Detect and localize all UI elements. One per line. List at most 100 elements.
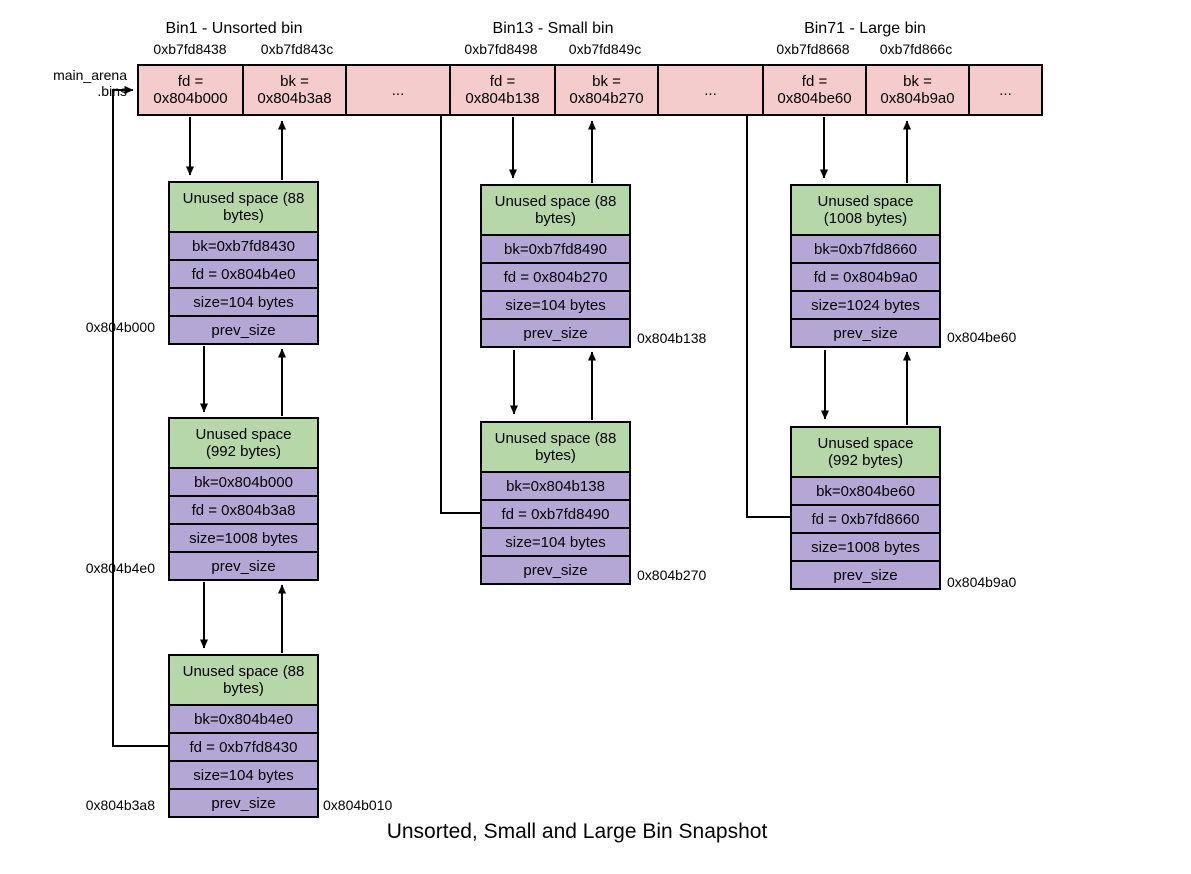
chunk-unused-space: Unused space (1008 bytes) bbox=[792, 186, 939, 234]
ellipsis-text: ... bbox=[391, 81, 405, 99]
chunk-field-bk: bk=0x804b138 bbox=[482, 471, 629, 499]
bin71-bk-cell-value: 0x804b9a0 bbox=[880, 90, 955, 107]
chunk-header-line2: (992 bytes) bbox=[205, 443, 282, 460]
ellipsis-text: ... bbox=[704, 81, 717, 99]
chunk-header-line2: bytes) bbox=[223, 680, 264, 697]
chunk-field-prev-size: prev_size bbox=[792, 318, 939, 346]
bin13-fd-cell-value: 0x804b138 bbox=[465, 90, 540, 107]
chunk-field-bk: bk=0xb7fd8660 bbox=[792, 234, 939, 262]
bin71-bk-cell: bk = 0x804b9a0 bbox=[865, 66, 968, 114]
bin-row-ellipsis-3: ... bbox=[968, 66, 1041, 114]
bin71-fd-address: 0xb7fd8668 bbox=[776, 41, 850, 57]
chunk-unsorted-3: Unused space (88 bytes) bk=0x804b4e0 fd … bbox=[168, 654, 319, 818]
chunk-field-prev-size: prev_size bbox=[482, 318, 629, 346]
chunk-header-line2: bytes) bbox=[223, 207, 264, 224]
bin71-fd-cell-value: 0x804be60 bbox=[777, 90, 852, 107]
chunk-unused-space: Unused space (992 bytes) bbox=[792, 428, 939, 476]
bin13-fd-cell: fd = 0x804b138 bbox=[449, 66, 554, 114]
chunk-field-bk: bk=0x804b4e0 bbox=[170, 704, 317, 732]
address-label-0x804b9a0: 0x804b9a0 bbox=[947, 574, 1017, 590]
chunk-field-prev-size: prev_size bbox=[170, 788, 317, 816]
chunk-small-1: Unused space (88 bytes) bk=0xb7fd8490 fd… bbox=[480, 184, 631, 348]
main-arena-bins-label: main_arena .bins bbox=[27, 67, 127, 99]
address-label-0x804b3a8: 0x804b3a8 bbox=[85, 797, 155, 813]
chunk-field-size: size=104 bytes bbox=[482, 527, 629, 555]
arrow-large-fd-return-to-bin bbox=[746, 86, 790, 518]
ellipsis-text: ... bbox=[999, 81, 1012, 99]
bin-row-ellipsis-1: ... bbox=[345, 66, 449, 114]
chunk-field-bk: bk=0xb7fd8430 bbox=[170, 231, 317, 259]
main-arena-label-line2: .bins bbox=[97, 83, 127, 99]
chunk-unused-space: Unused space (992 bytes) bbox=[170, 419, 317, 467]
chunk-field-bk: bk=0xb7fd8490 bbox=[482, 234, 629, 262]
bin13-bk-cell: bk = 0x804b270 bbox=[554, 66, 657, 114]
chunk-header-line2: (1008 bytes) bbox=[823, 210, 908, 227]
chunk-field-fd: fd = 0x804b270 bbox=[482, 262, 629, 290]
chunk-header-line1: Unused space (88 bbox=[182, 190, 305, 207]
chunk-small-2: Unused space (88 bytes) bk=0x804b138 fd … bbox=[480, 421, 631, 585]
chunk-header-line1: Unused space bbox=[817, 435, 914, 452]
bin1-bk-cell: bk = 0x804b3a8 bbox=[242, 66, 345, 114]
bin71-fd-cell: fd = 0x804be60 bbox=[762, 66, 865, 114]
address-label-0x804b138: 0x804b138 bbox=[637, 330, 707, 346]
bin1-fd-cell-value: 0x804b000 bbox=[153, 90, 228, 107]
chunk-field-fd: fd = 0xb7fd8430 bbox=[170, 732, 317, 760]
chunk-header-line1: Unused space bbox=[817, 193, 914, 210]
chunk-large-2: Unused space (992 bytes) bk=0x804be60 fd… bbox=[790, 426, 941, 590]
chunk-field-fd: fd = 0x804b4e0 bbox=[170, 259, 317, 287]
bin71-fd-cell-label: fd = bbox=[801, 73, 828, 90]
chunk-field-fd: fd = 0x804b3a8 bbox=[170, 495, 317, 523]
bin1-fd-cell: fd = 0x804b000 bbox=[139, 66, 242, 114]
bin1-bk-address: 0xb7fd843c bbox=[260, 41, 334, 57]
chunk-unused-space: Unused space (88 bytes) bbox=[482, 186, 629, 234]
address-label-0x804b000: 0x804b000 bbox=[85, 319, 155, 335]
address-label-0x804b270: 0x804b270 bbox=[637, 567, 707, 583]
chunk-field-size: size=104 bytes bbox=[170, 760, 317, 788]
chunk-field-size: size=1008 bytes bbox=[170, 523, 317, 551]
diagram-title: Unsorted, Small and Large Bin Snapshot bbox=[386, 820, 768, 843]
chunk-large-1: Unused space (1008 bytes) bk=0xb7fd8660 … bbox=[790, 184, 941, 348]
arrow-unsorted-fd-return-to-bin bbox=[112, 86, 168, 747]
chunk-field-bk: bk=0x804b000 bbox=[170, 467, 317, 495]
address-label-0x804b010: 0x804b010 bbox=[323, 797, 393, 813]
chunk-header-line1: Unused space (88 bbox=[494, 430, 617, 447]
address-label-0x804b4e0: 0x804b4e0 bbox=[85, 560, 155, 576]
bin71-bk-cell-label: bk = bbox=[903, 73, 932, 90]
bin13-bk-cell-value: 0x804b270 bbox=[569, 90, 644, 107]
bin1-bk-cell-label: bk = bbox=[280, 73, 309, 90]
bin13-bk-cell-label: bk = bbox=[592, 73, 621, 90]
chunk-field-bk: bk=0x804be60 bbox=[792, 476, 939, 504]
arrow-small-fd-return-to-bin bbox=[436, 86, 480, 514]
bin13-fd-cell-label: fd = bbox=[489, 73, 516, 90]
chunk-field-prev-size: prev_size bbox=[170, 315, 317, 343]
chunk-field-size: size=1024 bytes bbox=[792, 290, 939, 318]
chunk-unused-space: Unused space (88 bytes) bbox=[170, 656, 317, 704]
chunk-unused-space: Unused space (88 bytes) bbox=[482, 423, 629, 471]
bin13-title: Bin13 - Small bin bbox=[492, 20, 614, 37]
chunk-header-line1: Unused space (88 bbox=[494, 193, 617, 210]
chunk-header-line2: bytes) bbox=[535, 447, 576, 464]
chunk-header-line2: (992 bytes) bbox=[827, 452, 904, 469]
bin13-fd-address: 0xb7fd8498 bbox=[464, 41, 538, 57]
main-arena-label-line1: main_arena bbox=[53, 67, 127, 83]
chunk-field-fd: fd = 0xb7fd8490 bbox=[482, 499, 629, 527]
bin1-fd-cell-label: fd = bbox=[177, 73, 204, 90]
bin13-bk-address: 0xb7fd849c bbox=[568, 41, 642, 57]
chunk-field-size: size=104 bytes bbox=[482, 290, 629, 318]
main-arena-bins-row: fd = 0x804b000 bk = 0x804b3a8 ... fd = 0… bbox=[137, 64, 1043, 116]
chunk-header-line1: Unused space bbox=[195, 426, 292, 443]
chunk-unused-space: Unused space (88 bytes) bbox=[170, 183, 317, 231]
chunk-field-prev-size: prev_size bbox=[482, 555, 629, 583]
chunk-field-fd: fd = 0x804b9a0 bbox=[792, 262, 939, 290]
bin1-fd-address: 0xb7fd8438 bbox=[153, 41, 227, 57]
chunk-header-line2: bytes) bbox=[535, 210, 576, 227]
chunk-header-line1: Unused space (88 bbox=[182, 663, 305, 680]
chunk-field-size: size=1008 bytes bbox=[792, 532, 939, 560]
chunk-unsorted-1: Unused space (88 bytes) bk=0xb7fd8430 fd… bbox=[168, 181, 319, 345]
bin1-bk-cell-value: 0x804b3a8 bbox=[257, 90, 332, 107]
chunk-unsorted-2: Unused space (992 bytes) bk=0x804b000 fd… bbox=[168, 417, 319, 581]
chunk-field-size: size=104 bytes bbox=[170, 287, 317, 315]
chunk-field-fd: fd = 0xb7fd8660 bbox=[792, 504, 939, 532]
bin-row-ellipsis-2: ... bbox=[657, 66, 762, 114]
chunk-field-prev-size: prev_size bbox=[792, 560, 939, 588]
